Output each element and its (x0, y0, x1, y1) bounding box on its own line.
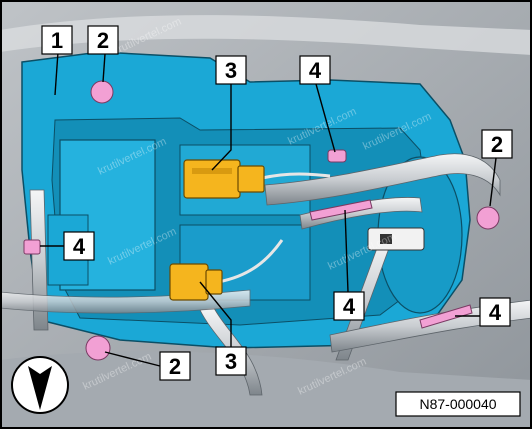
callout-3-top: 3 (215, 55, 247, 85)
figure-code-box: N87-000040 (395, 391, 521, 417)
svg-text:4: 4 (73, 234, 86, 259)
callout-3-bottom: 3 (215, 346, 247, 376)
background-hose-top (0, 15, 532, 56)
pipe-bracket (367, 227, 425, 251)
pipe-upper (264, 153, 501, 206)
bolt-top-left (90, 80, 114, 104)
clip-left (23, 239, 41, 255)
leader-lines (40, 51, 497, 367)
callout-4-lower-right: 4 (479, 297, 511, 327)
svg-text:3: 3 (225, 349, 237, 374)
callout-1: 1 (41, 25, 73, 55)
callout-2-bottom: 2 (159, 351, 191, 381)
callout-4-center: 4 (333, 291, 365, 321)
pipe-bracket-hole (380, 234, 392, 244)
bolt-bottom-left (85, 335, 111, 361)
svg-text:2: 2 (491, 132, 503, 157)
svg-text:4: 4 (343, 294, 356, 319)
svg-text:2: 2 (169, 354, 181, 379)
callout-4-top: 4 (299, 55, 331, 85)
callout-2-top: 2 (87, 25, 119, 55)
figure-code: N87-000040 (419, 396, 496, 412)
center-block-lower (179, 224, 311, 301)
wire-harness-lower (217, 239, 284, 284)
clip-center (309, 199, 373, 221)
svg-text:4: 4 (309, 58, 322, 83)
svg-text:3: 3 (225, 58, 237, 83)
callout-2-right: 2 (481, 129, 513, 159)
svg-text:4: 4 (489, 300, 502, 325)
connector-upper (183, 159, 265, 199)
callout-4-left: 4 (63, 231, 95, 261)
svg-text:2: 2 (97, 28, 109, 53)
svg-text:1: 1 (51, 28, 63, 53)
clip-lower-right (419, 304, 473, 329)
bolt-right (476, 206, 500, 230)
connector-lower (169, 263, 223, 301)
wire-harness-upper (261, 172, 331, 180)
clip-top (327, 149, 347, 163)
direction-arrow-icon (11, 356, 69, 414)
